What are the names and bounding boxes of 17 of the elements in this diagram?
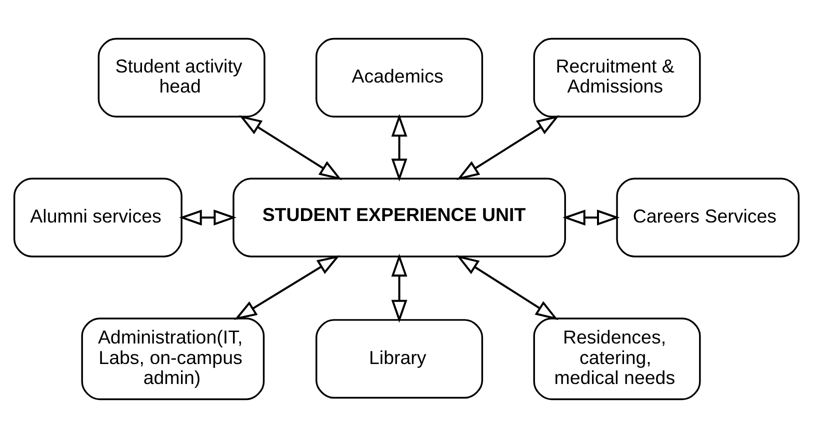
- node-box: Academics: [316, 38, 484, 118]
- arrow: [234, 255, 340, 320]
- node-box: STUDENT EXPERIENCE UNIT: [232, 178, 566, 258]
- node-box: Residences, catering, medical needs: [533, 318, 701, 400]
- node-box: Administration(IT, Labs, on-campus admin): [81, 318, 265, 400]
- node-box: Recruitment & Admissions: [533, 38, 701, 118]
- node-box: Alumni services: [13, 178, 182, 258]
- arrow: [391, 114, 408, 182]
- arrow: [391, 254, 408, 323]
- node-box: Student activity head: [98, 38, 266, 118]
- arrow: [179, 210, 236, 226]
- arrow: [456, 115, 560, 180]
- arrow: [239, 115, 342, 180]
- node-box: Library: [316, 319, 484, 399]
- node-box: Careers Services: [616, 178, 800, 258]
- arrow: [456, 255, 558, 320]
- arrow: [562, 210, 620, 226]
